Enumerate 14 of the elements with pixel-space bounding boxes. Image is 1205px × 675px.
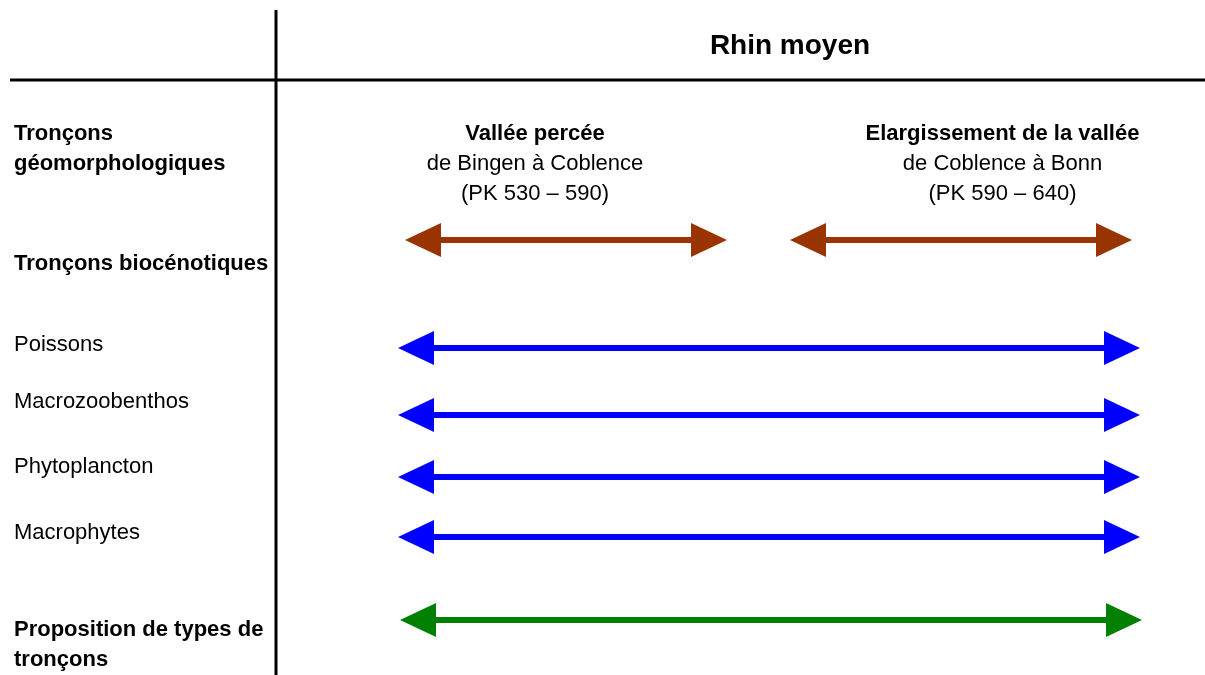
row-label: Phytoplancton [14,452,155,480]
row-header: Tronçons géomorphologiques [14,119,227,177]
row-label: Macrozoobenthos [14,387,190,415]
table-title: Rhin moyen [708,28,872,62]
row-label: Poissons [14,330,105,358]
column-subtitle: de Bingen à Coblence [425,149,645,177]
row-label: Macrophytes [14,518,141,546]
column-header: Elargissement de la vallée [864,119,1141,147]
row-header: Proposition de types de tronçons [14,615,265,673]
column-range: (PK 530 – 590) [460,179,610,207]
column-range: (PK 590 – 640) [927,179,1078,207]
column-header: Vallée percée [464,119,606,147]
row-header: Tronçons biocénotiques [14,249,270,277]
column-subtitle: de Coblence à Bonn [901,149,1104,177]
